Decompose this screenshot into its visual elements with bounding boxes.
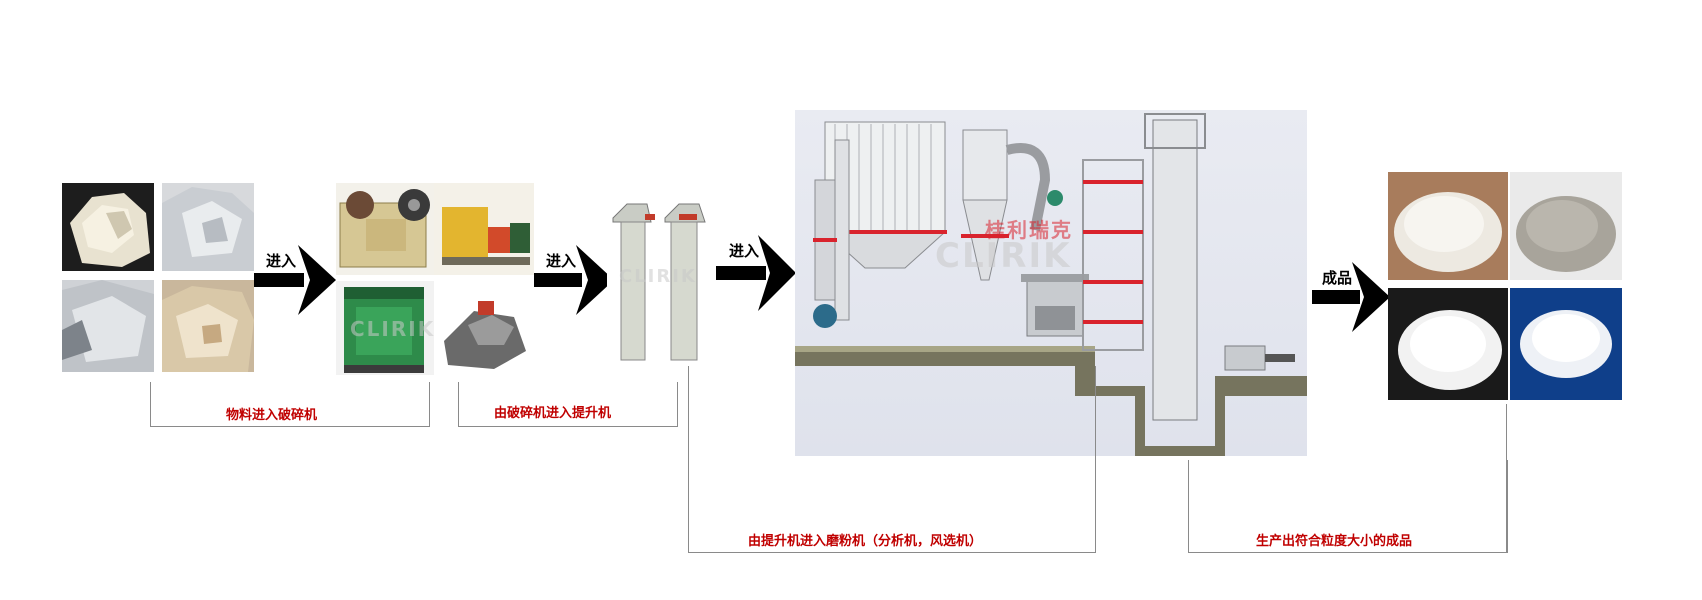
powder-image <box>1398 310 1502 390</box>
arrow-3-label: 进入 <box>729 242 760 260</box>
impact-crusher-photo: CLIRIK <box>336 281 434 375</box>
powder-photo-2 <box>1510 172 1622 280</box>
arrow-4-label: 成品 <box>1322 269 1353 287</box>
bucket-elevator-photo: CLIRIK <box>607 200 711 366</box>
powder-photo-3 <box>1388 288 1508 400</box>
caption-2: 由破碎机进入提升机 <box>494 406 612 421</box>
stone-image <box>162 286 254 372</box>
small-crusher-photo <box>434 281 534 375</box>
small-crusher-image <box>444 301 526 369</box>
raw-stone-photo-1 <box>62 183 154 271</box>
powder-photo-1 <box>1388 172 1508 280</box>
arrow-1-icon <box>254 245 336 315</box>
powder-image <box>1394 192 1502 272</box>
stone-image <box>62 280 154 372</box>
arrow-2-icon <box>534 245 614 315</box>
stone-image <box>70 193 150 267</box>
bracket-3 <box>688 366 1096 553</box>
hammer-crusher-image <box>442 207 530 265</box>
raw-stone-photo-2 <box>162 183 254 271</box>
jaw-crusher-image <box>339 189 430 268</box>
caption-3: 由提升机进入磨粉机（分析机，风选机） <box>748 534 983 549</box>
bracket-2 <box>458 382 678 427</box>
bracket-4 <box>1188 460 1508 553</box>
arrow-1-label: 进入 <box>266 252 297 270</box>
bracket-4-right <box>1506 404 1507 553</box>
powder-image <box>1520 310 1612 378</box>
powder-image <box>1516 196 1616 272</box>
powder-photo-4 <box>1510 288 1622 400</box>
arrow-2-label: 进入 <box>546 252 577 270</box>
bucket-elevator-image <box>612 203 706 361</box>
caption-1: 物料进入破碎机 <box>226 408 318 423</box>
jaw-crusher-photo <box>336 183 434 275</box>
mill-watermark-en: CLIRIK <box>935 236 1072 276</box>
raw-stone-photo-4 <box>162 280 254 372</box>
caption-4: 生产出符合粒度大小的成品 <box>1256 534 1413 549</box>
hammer-crusher-photo <box>434 183 534 275</box>
crusher-watermark: CLIRIK <box>350 317 434 341</box>
raw-stone-photo-3 <box>62 280 154 372</box>
impact-crusher-image <box>344 287 424 373</box>
mill-plant-image <box>795 113 1307 456</box>
bracket-1 <box>150 382 430 427</box>
elevator-watermark: CLIRIK <box>619 266 697 287</box>
stone-image <box>162 187 254 271</box>
arrow-4-icon <box>1312 262 1390 332</box>
grinding-mill-plant-photo: 桂利瑞克 CLIRIK <box>795 110 1307 456</box>
arrow-3-icon <box>716 235 796 311</box>
mill-watermark-cn: 桂利瑞克 <box>985 218 1073 242</box>
